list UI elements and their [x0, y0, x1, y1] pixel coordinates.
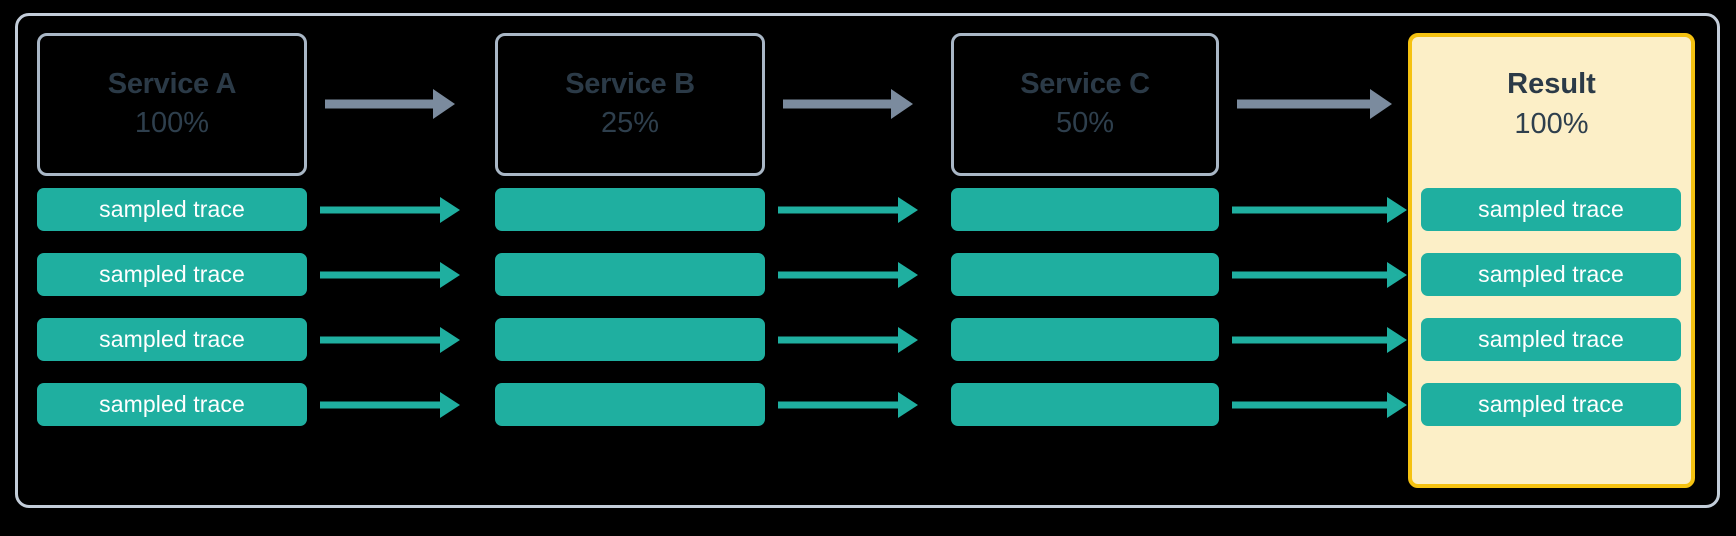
- service-node-c[interactable]: Service C 50%: [951, 33, 1219, 176]
- trace-bar[interactable]: [495, 318, 765, 361]
- arrow-head: [440, 262, 460, 288]
- arrow-shaft: [320, 206, 440, 214]
- arrow-shaft: [1232, 206, 1387, 214]
- arrow-head: [898, 392, 918, 418]
- trace-bar[interactable]: sampled trace: [1421, 253, 1681, 296]
- arrow-shaft: [1232, 271, 1387, 279]
- arrow-shaft: [320, 401, 440, 409]
- arrow-head: [1370, 89, 1392, 119]
- trace-bar[interactable]: [495, 253, 765, 296]
- arrow-head: [1387, 262, 1407, 288]
- arrow-head: [898, 197, 918, 223]
- arrow-head: [1387, 327, 1407, 353]
- trace-bar[interactable]: [951, 253, 1219, 296]
- arrow-shaft: [778, 336, 898, 344]
- trace-bar[interactable]: [495, 188, 765, 231]
- arrow-head: [1387, 197, 1407, 223]
- trace-bar[interactable]: sampled trace: [37, 188, 307, 231]
- arrow-head: [891, 89, 913, 119]
- trace-bar[interactable]: [951, 188, 1219, 231]
- trace-bar[interactable]: sampled trace: [37, 383, 307, 426]
- trace-bar[interactable]: [495, 383, 765, 426]
- arrow-shaft: [320, 271, 440, 279]
- arrow-shaft: [778, 206, 898, 214]
- service-node-b-title: Service B: [565, 67, 695, 100]
- service-node-b-percent: 25%: [600, 107, 660, 140]
- service-node-b[interactable]: Service B 25%: [495, 33, 765, 176]
- trace-bar[interactable]: sampled trace: [1421, 383, 1681, 426]
- service-node-a-percent: 100%: [134, 107, 210, 140]
- arrow-shaft: [1237, 99, 1372, 109]
- trace-bar[interactable]: sampled trace: [1421, 188, 1681, 231]
- arrow-shaft: [778, 401, 898, 409]
- arrow-shaft: [325, 99, 435, 109]
- arrow-head: [433, 89, 455, 119]
- trace-bar[interactable]: [951, 383, 1219, 426]
- service-node-c-title: Service C: [1020, 67, 1150, 100]
- diagram-outer-frame: [15, 13, 1720, 508]
- arrow-shaft: [1232, 336, 1387, 344]
- service-node-c-percent: 50%: [1055, 107, 1115, 140]
- arrow-shaft: [320, 336, 440, 344]
- arrow-head: [898, 327, 918, 353]
- arrow-shaft: [783, 99, 893, 109]
- arrow-head: [440, 392, 460, 418]
- service-node-a[interactable]: Service A 100%: [37, 33, 307, 176]
- arrow-head: [440, 197, 460, 223]
- arrow-head: [1387, 392, 1407, 418]
- service-node-a-title: Service A: [107, 67, 237, 100]
- trace-bar[interactable]: sampled trace: [37, 318, 307, 361]
- arrow-shaft: [778, 271, 898, 279]
- trace-bar[interactable]: sampled trace: [1421, 318, 1681, 361]
- arrow-shaft: [1232, 401, 1387, 409]
- arrow-head: [898, 262, 918, 288]
- trace-bar[interactable]: sampled trace: [37, 253, 307, 296]
- arrow-head: [440, 327, 460, 353]
- trace-bar[interactable]: [951, 318, 1219, 361]
